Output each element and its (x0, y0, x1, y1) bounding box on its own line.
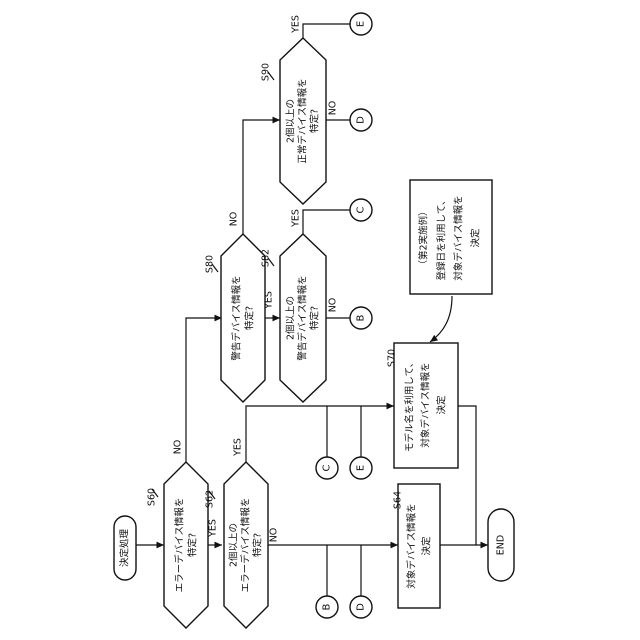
note-line2: 登録日を利用して、 (436, 196, 448, 281)
s82-yes-label: YES (291, 209, 302, 228)
s64-line2: 決定 (421, 536, 433, 556)
connector-b-bottom-label: B (322, 603, 333, 610)
s80-line1: 警告デバイス情報を (231, 275, 243, 360)
s70-line3: 決定 (436, 395, 448, 415)
s60-no-label: NO (173, 440, 184, 455)
note-line4: 決定 (470, 228, 482, 248)
s80-line2: 特定? (244, 306, 256, 330)
s70-step-id: S70 (387, 349, 398, 367)
connector-d-top-label: D (356, 116, 367, 124)
connector-c-top-label: C (356, 206, 367, 213)
s82-line1: 2個以上の (285, 296, 297, 340)
connector-b-top: B (350, 307, 372, 329)
connector-e-top: E (350, 13, 372, 35)
s60-step-id: S60 (147, 488, 158, 506)
s90-yes-label: YES (291, 15, 302, 34)
note-line1: （第2実施例） (418, 206, 430, 269)
s62-line2: エラーデバイス情報を (240, 498, 252, 593)
s62-yes-label: YES (233, 438, 244, 457)
s62-line1: 2個以上の (228, 523, 240, 567)
process-s64: 対象デバイス情報を 決定 S64 (393, 484, 441, 608)
s62-step-id: S62 (205, 490, 216, 508)
connector-e-mid: E (350, 457, 372, 479)
decision-s90: 2個以上の 正常デバイス情報を 特定? S90 (261, 38, 327, 204)
s60-yes-label: YES (208, 519, 219, 538)
connector-c-mid-label: C (322, 464, 333, 471)
connector-d-bottom: D (350, 596, 372, 618)
connector-c-mid: C (316, 457, 338, 479)
s90-line2: 正常デバイス情報を (297, 78, 309, 163)
connector-e-mid-label: E (356, 465, 367, 471)
s80-step-id: S80 (205, 255, 216, 273)
start-terminal: 決定処理 (114, 516, 136, 580)
start-label: 決定処理 (119, 529, 131, 568)
s90-line1: 2個以上の (285, 99, 297, 143)
connector-d-bottom-label: D (356, 603, 367, 611)
s60-line1: エラーデバイス情報を (174, 498, 186, 593)
s70-line2: 対象デバイス情報を (420, 362, 432, 447)
connector-b-top-label: B (356, 314, 367, 321)
s64-line1: 対象デバイス情報を (406, 503, 418, 588)
s70-line1: モデル名を利用して、 (404, 358, 416, 452)
s90-no-label: NO (328, 101, 339, 116)
s62-line3: 特定? (252, 533, 264, 557)
s80-no-label: NO (229, 212, 240, 227)
s90-line3: 特定? (309, 109, 321, 133)
s82-step-id: S82 (261, 249, 272, 267)
note-box: （第2実施例） 登録日を利用して、 対象デバイス情報を 決定 (410, 180, 492, 294)
end-label: END (496, 535, 507, 555)
s82-line3: 特定? (309, 306, 321, 330)
s82-line2: 警告デバイス情報を (297, 275, 309, 360)
connector-c-top: C (350, 199, 372, 221)
s62-no-label: NO (269, 528, 280, 543)
connector-d-top: D (350, 109, 372, 131)
connector-e-top-label: E (356, 21, 367, 27)
process-s70: モデル名を利用して、 対象デバイス情報を 決定 S70 (387, 343, 459, 468)
s82-no-label: NO (328, 298, 339, 313)
s80-yes-label: YES (264, 291, 275, 310)
connector-b-bottom: B (316, 596, 338, 618)
end-terminal: END (488, 509, 514, 581)
s64-step-id: S64 (393, 491, 404, 509)
s90-step-id: S90 (261, 63, 272, 81)
note-line3: 対象デバイス情報を (453, 195, 465, 280)
s60-line2: 特定? (187, 533, 199, 557)
